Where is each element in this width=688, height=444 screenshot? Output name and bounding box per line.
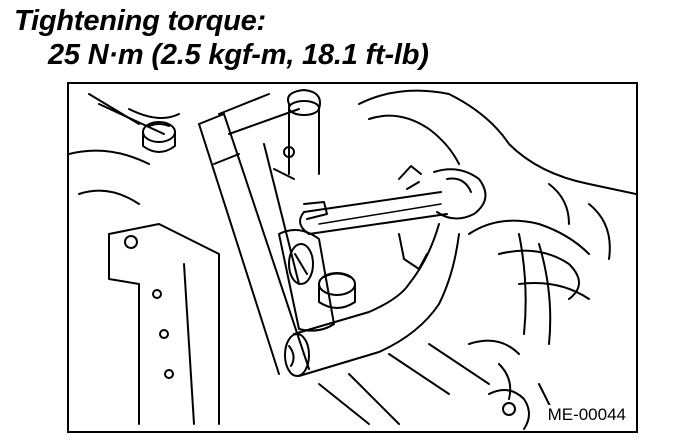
wrench-bolt-illustration	[69, 89, 636, 430]
illustration-frame: ME-00044	[67, 82, 638, 433]
torque-spec-title: Tightening torque:	[14, 5, 266, 37]
figure-id-label: ME-00044	[545, 405, 628, 425]
torque-spec-heading: Tightening torque: 25 N·m (2.5 kgf-m, 18…	[14, 4, 429, 72]
torque-spec-value: 25 N·m (2.5 kgf-m, 18.1 ft-lb)	[48, 39, 429, 71]
